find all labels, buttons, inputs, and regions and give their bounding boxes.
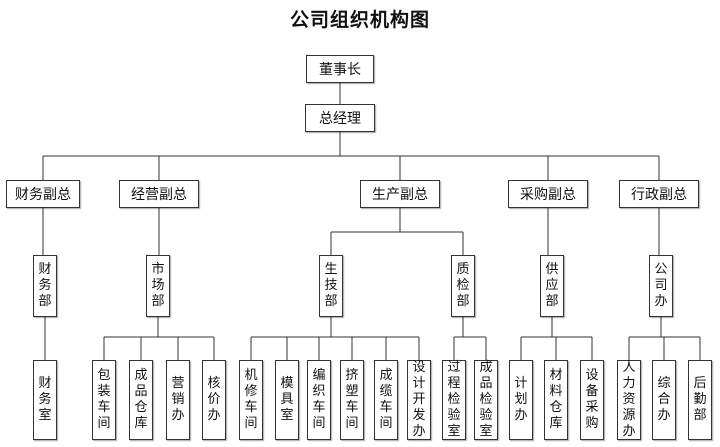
chart-title: 公司组织机构图 [289, 9, 430, 31]
node-vp-production: 生产副总 [360, 180, 440, 208]
node-unit-cabling: 成缆车间 [374, 360, 398, 440]
node-unit-maintenance: 机修车间 [239, 360, 263, 440]
node-gm: 总经理 [305, 104, 375, 132]
node-unit-planning-office: 计划办 [509, 360, 533, 440]
node-dept-finance: 财务部 [33, 255, 57, 317]
node-unit-mold-room: 模具室 [275, 360, 299, 440]
node-unit-equipment-purchase: 设备采购 [580, 360, 604, 440]
node-unit-pricing-office: 核价办 [202, 360, 226, 440]
node-board: 董事长 [306, 55, 374, 83]
node-vp-procurement: 采购副总 [508, 180, 588, 208]
node-unit-general-office: 综合办 [652, 360, 676, 440]
node-unit-extrusion: 挤塑车间 [340, 360, 364, 440]
node-unit-finance-room: 财务室 [33, 360, 57, 440]
node-unit-product-inspection: 成品检验室 [474, 360, 498, 440]
node-dept-market: 市场部 [146, 255, 170, 317]
node-unit-hr-office: 人力资源办 [617, 360, 641, 440]
node-unit-material-warehouse: 材料仓库 [544, 360, 568, 440]
node-vp-finance: 财务副总 [6, 180, 80, 208]
node-vp-admin: 行政副总 [619, 180, 699, 208]
node-dept-supply: 供应部 [540, 255, 564, 317]
node-dept-tech: 生技部 [319, 255, 343, 317]
node-unit-finished-warehouse: 成品仓库 [129, 360, 153, 440]
node-unit-process-inspection: 过程检验室 [442, 360, 466, 440]
node-unit-weaving: 编织车间 [307, 360, 331, 440]
node-dept-office: 公司办 [649, 255, 673, 317]
node-unit-packaging: 包装车间 [92, 360, 116, 440]
node-unit-sales-office: 营销办 [166, 360, 190, 440]
node-vp-operations: 经营副总 [119, 180, 199, 208]
node-dept-qc: 质检部 [451, 255, 475, 317]
node-unit-logistics: 后勤部 [688, 360, 712, 440]
node-unit-design-office: 设计开发办 [407, 360, 431, 440]
